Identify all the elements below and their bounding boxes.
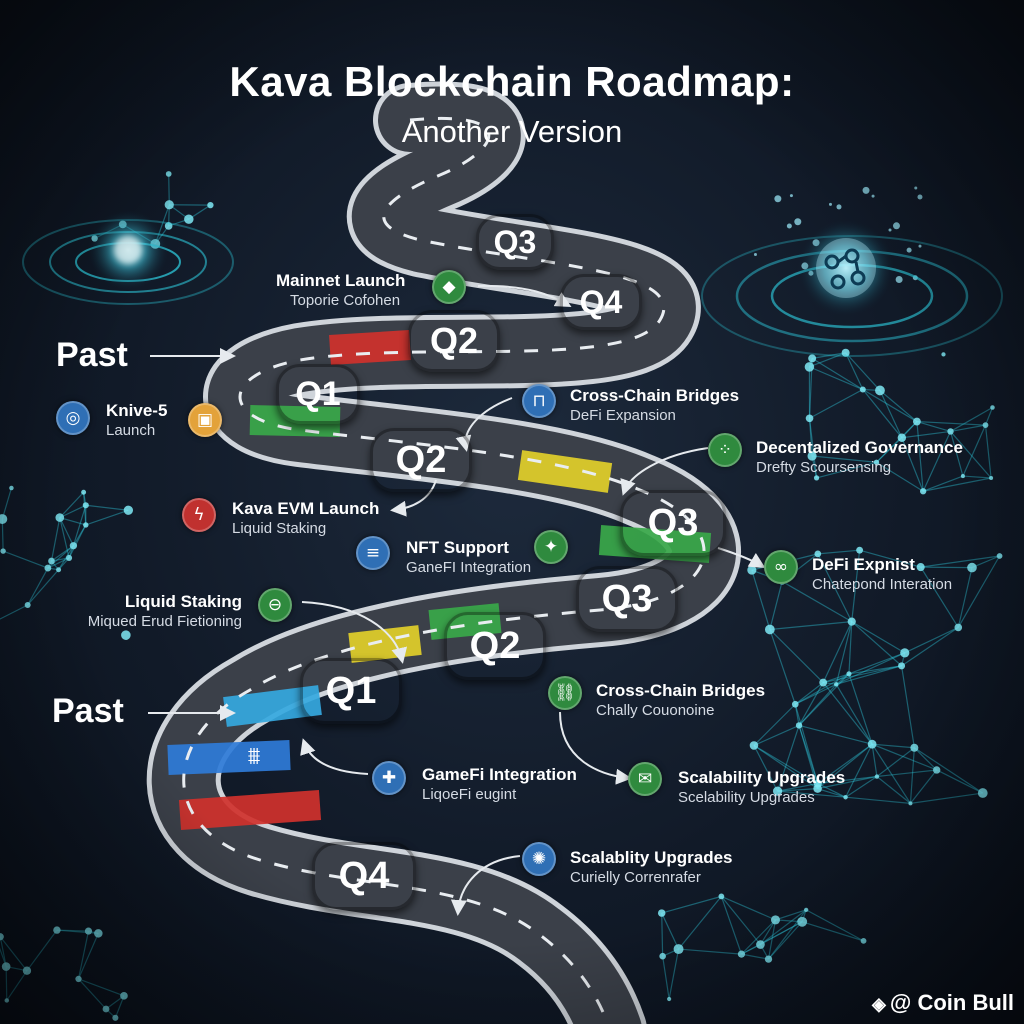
ethereum-icon: ◆ bbox=[432, 270, 466, 304]
quarter-badge-q3-right: Q3 bbox=[620, 490, 726, 556]
milestone-nft-support: NFT Support GaneFI Integration bbox=[406, 538, 532, 576]
milestone-gamefi-integration: GameFi Integration LiqoeFi eugint bbox=[422, 765, 577, 803]
quarter-badge-q2-upper: Q2 bbox=[408, 310, 500, 372]
milestone-knive-5: Knive-5 Launch bbox=[106, 401, 168, 439]
bridge-road-icon: ⩩ bbox=[247, 742, 261, 770]
milestone-scalability-upgrades-bottom: Scalablity Upgrades Curielly Correnrafer bbox=[570, 848, 733, 886]
quarter-badge-q3-top: Q3 bbox=[476, 214, 554, 270]
quarter-badge-q4-bottom: Q4 bbox=[312, 842, 416, 910]
link-icon: ∞ bbox=[764, 550, 798, 584]
quarter-badge-q2-middle: Q2 bbox=[370, 428, 472, 492]
nodes-icon: ⁘ bbox=[708, 433, 742, 467]
gamepad-icon: ✚ bbox=[372, 761, 406, 795]
gear-icon: ✺ bbox=[522, 842, 556, 876]
past-label-top: Past bbox=[56, 336, 128, 374]
diamond-logo-icon: ◈ bbox=[872, 994, 886, 1014]
page-title: Kava Blockchain Roadmap: bbox=[229, 58, 795, 105]
milestone-defi-expnist: DeFi Expnist Chatepond Interation bbox=[812, 555, 953, 593]
token-icon: ≡ bbox=[356, 536, 390, 570]
milestone-cross-chain-bridges-bottom: Cross-Chain Bridges Chally Couonoine bbox=[596, 681, 766, 719]
milestone-cross-chain-bridges-top: Cross-Chain Bridges DeFi Expansion bbox=[570, 386, 740, 424]
page-subtitle: Another Version bbox=[401, 114, 623, 149]
quarter-badge-q3-center: Q3 bbox=[576, 566, 678, 632]
nft-icon: ✦ bbox=[534, 530, 568, 564]
staking-icon: ⊖ bbox=[258, 588, 292, 622]
milestone-mainnet-launch: Mainnet Launch Toporie Cofohen bbox=[276, 271, 406, 309]
milestone-liquid-staking: Liquid Staking Miqued Erud Fietioning bbox=[87, 592, 242, 630]
chain-icon: ⛓ bbox=[548, 676, 582, 710]
milestone-scalability-upgrades-right: Scalability Upgrades Scelability Upgrade… bbox=[678, 768, 846, 806]
scale-icon: ✉ bbox=[628, 762, 662, 796]
quarter-badge-q2-lower: Q2 bbox=[444, 612, 546, 680]
milestone-kava-evm-launch: Kava EVM Launch Liquid Staking bbox=[232, 499, 380, 537]
past-label-bottom: Past bbox=[52, 692, 124, 730]
lightning-icon: ϟ bbox=[182, 498, 216, 532]
quarter-badge-q1-upper: Q1 bbox=[276, 364, 360, 424]
quarter-badge-q1-lower: Q1 bbox=[300, 658, 402, 724]
launch-badge-icon: ▣ bbox=[188, 403, 222, 437]
quarter-badge-q4-top: Q4 bbox=[560, 274, 642, 330]
target-icon: ◎ bbox=[56, 401, 90, 435]
bridge-icon: ⊓ bbox=[522, 384, 556, 418]
milestone-decentralized-governance: Decentalized Governance Drefty Scoursens… bbox=[756, 438, 963, 476]
watermark: ◈@ Coin Bull bbox=[872, 990, 1014, 1015]
